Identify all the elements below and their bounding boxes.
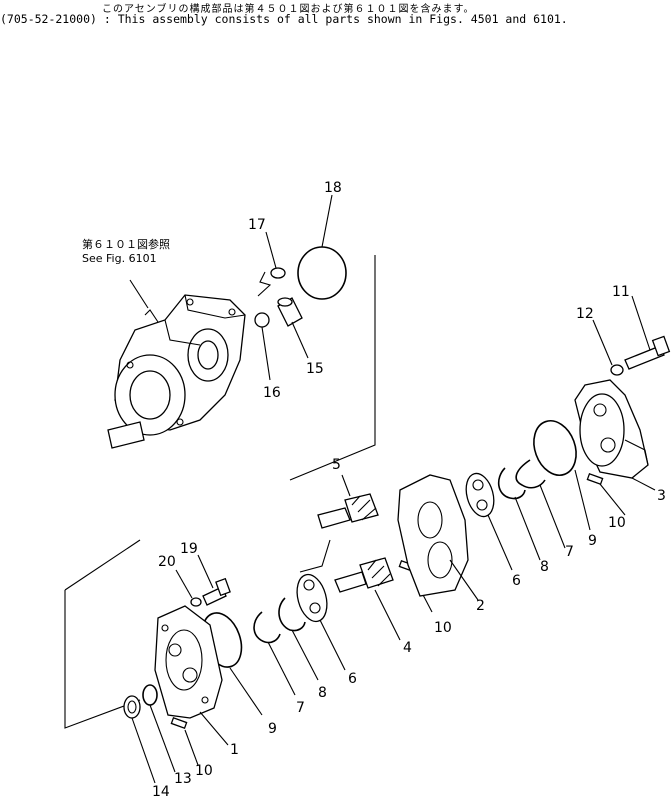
part-9-seal-right xyxy=(533,420,591,531)
part-12-washer xyxy=(592,319,624,376)
pump-assembly-drawing xyxy=(107,279,246,449)
callout-11: 11 xyxy=(612,284,630,300)
callout-10b: 10 xyxy=(434,620,452,636)
part-4-driven-gear xyxy=(334,557,401,641)
part-2-gear-housing xyxy=(397,474,479,601)
callout-16: 16 xyxy=(263,385,281,401)
part-16-snap-ring xyxy=(254,312,271,381)
part-6-plate-left xyxy=(296,573,346,671)
part-13-ring xyxy=(142,684,176,773)
part-6-plate-right xyxy=(465,472,513,571)
callout-7a: 7 xyxy=(565,544,574,560)
part-20-washer xyxy=(175,569,202,607)
callout-2: 2 xyxy=(476,598,485,614)
part-17-o-ring xyxy=(265,231,286,279)
reference-japanese: 第６１０１図参照 xyxy=(82,237,170,251)
callout-15: 15 xyxy=(306,361,324,377)
callout-8b: 8 xyxy=(318,685,327,701)
callout-1: 1 xyxy=(230,742,239,758)
part-11-bolt xyxy=(624,295,671,370)
part-10-pin-right xyxy=(586,472,626,516)
callout-14: 14 xyxy=(152,784,170,798)
header-english-note: (705-52-21000) : This assembly consists … xyxy=(0,12,568,26)
callout-18: 18 xyxy=(324,180,342,196)
callout-3: 3 xyxy=(657,488,666,504)
callout-6a: 6 xyxy=(512,573,521,589)
part-8-ring-left xyxy=(278,597,319,681)
part-7-ring-left xyxy=(253,611,296,696)
callout-7b: 7 xyxy=(296,700,305,716)
callout-19: 19 xyxy=(180,541,198,557)
part-15-bushing xyxy=(277,297,309,359)
part-18-o-ring xyxy=(297,194,347,300)
reference-english: See Fig. 6101 xyxy=(82,252,157,265)
part-5-drive-gear xyxy=(317,474,379,529)
callout-5: 5 xyxy=(332,457,341,473)
callout-17: 17 xyxy=(248,217,266,233)
part-19-bolt xyxy=(197,554,231,606)
callout-10a: 10 xyxy=(608,515,626,531)
callout-9a: 9 xyxy=(588,533,597,549)
header-japanese-note: このアセンブリの構成部品は第４５０１図および第６１０１図を含みます。 xyxy=(102,4,475,15)
callout-4: 4 xyxy=(403,640,412,656)
part-7-ring-right xyxy=(515,459,566,549)
part-3-end-cover xyxy=(574,379,656,491)
callout-12: 12 xyxy=(576,306,594,322)
callout-8a: 8 xyxy=(540,559,549,575)
callout-13: 13 xyxy=(174,771,192,787)
callout-9b: 9 xyxy=(268,721,277,737)
part-14-oil-seal xyxy=(123,695,156,784)
part-1-front-cover xyxy=(154,605,229,746)
callout-10c: 10 xyxy=(195,763,213,779)
callout-20: 20 xyxy=(158,554,176,570)
part-8-ring-right xyxy=(497,467,541,561)
part-10-pin-bottom xyxy=(170,716,199,766)
callout-6b: 6 xyxy=(348,671,357,687)
